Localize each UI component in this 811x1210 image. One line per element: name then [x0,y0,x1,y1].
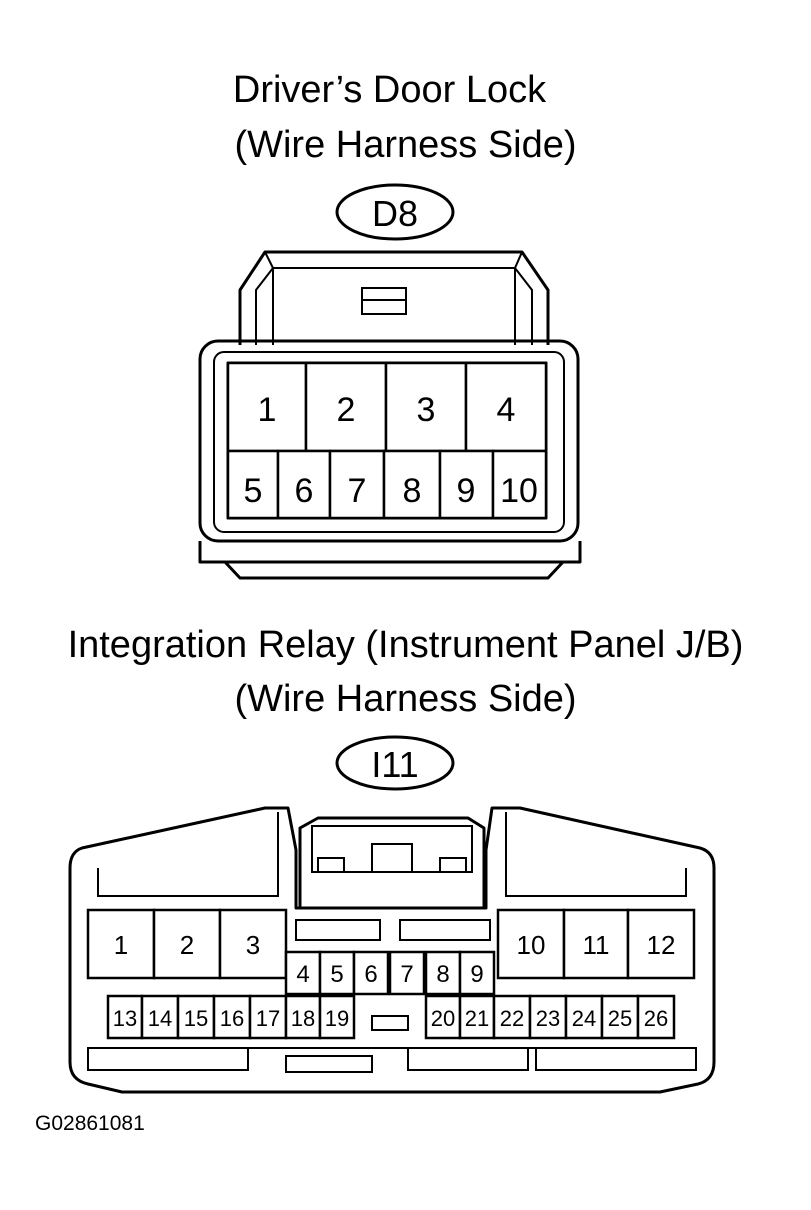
d8-pin-cell [328,449,386,520]
i11-pin-label: 1 [114,930,128,960]
i11-pin-cell [140,994,180,1040]
i11-pin-cell [218,908,288,980]
i11-pin-label: 6 [364,961,377,988]
d8-pin-cell [384,361,468,453]
i11-pin-label: 24 [572,1006,596,1031]
i11-pin-label: 13 [113,1006,137,1031]
d8-pin-label: 9 [457,472,476,510]
i11-pin-cell [152,908,222,980]
d8-pin-cell [438,449,495,520]
d8-code-text: D8 [372,193,418,234]
i11-pin-label: 7 [400,961,413,988]
d8-pin-cell [226,361,308,453]
i11-pin-label: 3 [246,930,260,960]
i11-pin-label: 11 [583,930,610,960]
i11-pin-label: 10 [517,930,546,960]
i11-code-text: I11 [371,744,418,785]
d8-pin-cell [226,449,280,520]
d8-pin-label: 10 [500,472,538,510]
i11-pin-cell [424,950,462,996]
d8-pin-cell [491,449,548,520]
figure-id: G02861081 [35,1112,145,1135]
d8-pin-label: 2 [337,391,356,429]
d8-pin-label: 5 [244,472,263,510]
i11-pin-label: 2 [180,930,194,960]
i11-pin-label: 21 [465,1006,489,1031]
i11-pin-cell [176,994,216,1040]
i11-connector [68,806,716,1094]
i11-pin-label: 14 [148,1006,172,1031]
i11-title-line2: (Wire Harness Side) [234,678,577,720]
i11-pin-label: 22 [500,1006,524,1031]
d8-pin-label: 1 [258,391,277,429]
d8-pin-label: 3 [417,391,436,429]
i11-pin-label: 26 [644,1006,668,1031]
i11-title-line1: Integration Relay (Instrument Panel J/B) [67,624,744,666]
i11-pin-cell [318,950,356,996]
d8-pin-label: 6 [295,472,314,510]
d8-title-line2: (Wire Harness Side) [234,124,577,166]
i11-pin-cell [626,908,696,980]
i11-pin-label: 23 [536,1006,560,1031]
i11-pin-cell [318,994,356,1040]
i11-pin-label: 25 [608,1006,632,1031]
d8-pin-label: 7 [348,472,367,510]
d8-pin-cell [276,449,332,520]
i11-pin-label: 8 [436,961,449,988]
i11-pin-label: 18 [291,1006,315,1031]
i11-pin-cell [106,994,144,1040]
d8-pin-label: 8 [403,472,422,510]
i11-pin-label: 12 [647,930,676,960]
d8-title-line1: Driver’s Door Lock [232,69,547,111]
i11-pin-label: 5 [330,961,343,988]
i11-code-label: I11 [335,735,455,791]
d8-pin-cell [304,361,388,453]
i11-pin-label: 19 [325,1006,349,1031]
i11-pin-cell [352,950,390,996]
i11-pin-label: 20 [431,1006,455,1031]
d8-code-label: D8 [335,183,455,241]
i11-pin-label: 16 [220,1006,244,1031]
i11-pin-cell [388,950,426,996]
d8-pin-grid: 1 2 3 4 5 6 7 8 9 10 [226,361,548,520]
i11-pin-cell [248,994,288,1040]
i11-pin-grid: 1 2 3 4 5 6 7 8 9 10 11 12 13 14 15 16 1… [86,908,696,1040]
d8-pin-cell [382,449,442,520]
i11-pin-cell [458,950,496,996]
i11-pin-cell [636,994,676,1040]
i11-pin-label: 9 [470,961,483,988]
i11-pin-label: 17 [256,1006,280,1031]
i11-pin-cell [212,994,252,1040]
i11-pin-label: 15 [184,1006,208,1031]
d8-pin-label: 4 [497,391,516,429]
i11-pin-label: 4 [296,961,309,988]
i11-pin-cell [562,908,630,980]
